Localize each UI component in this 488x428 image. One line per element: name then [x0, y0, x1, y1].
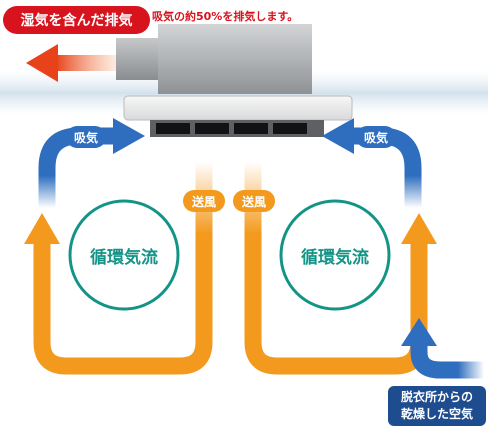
fan-duct [116, 38, 162, 80]
fan-housing [158, 24, 312, 94]
ceiling-fan-unit [116, 24, 353, 137]
dry-air-label-line1: 脱衣所からの [400, 390, 473, 404]
left-orange-loop [24, 162, 213, 375]
grille-vent [273, 123, 307, 134]
right-circulation-circle [279, 199, 391, 311]
right-intake-label: 吸気 [356, 126, 396, 148]
left-circulation-label: 循環気流 [90, 247, 158, 268]
grille-vent [234, 123, 268, 134]
left-intake-label: 吸気 [66, 126, 106, 148]
fan-panel [123, 95, 353, 121]
left-circulation-circle [68, 199, 180, 311]
right-circulation-label: 循環気流 [301, 247, 369, 268]
left-supply-label: 送風 [183, 190, 225, 212]
exhaust-note: 吸気の約50%を排気します。 [152, 10, 299, 23]
grille-vent [195, 123, 229, 134]
dry-air-label-line2: 乾燥した空気 [400, 407, 473, 421]
humid-exhaust-label: 湿気を含んだ排気 [3, 6, 150, 34]
right-supply-label: 送風 [233, 190, 275, 212]
exhaust-arrow [26, 44, 124, 82]
dry-air-arrow [401, 318, 484, 379]
dry-air-label: 脱衣所からの 乾燥した空気 [388, 386, 486, 426]
grille-vent [156, 123, 190, 134]
